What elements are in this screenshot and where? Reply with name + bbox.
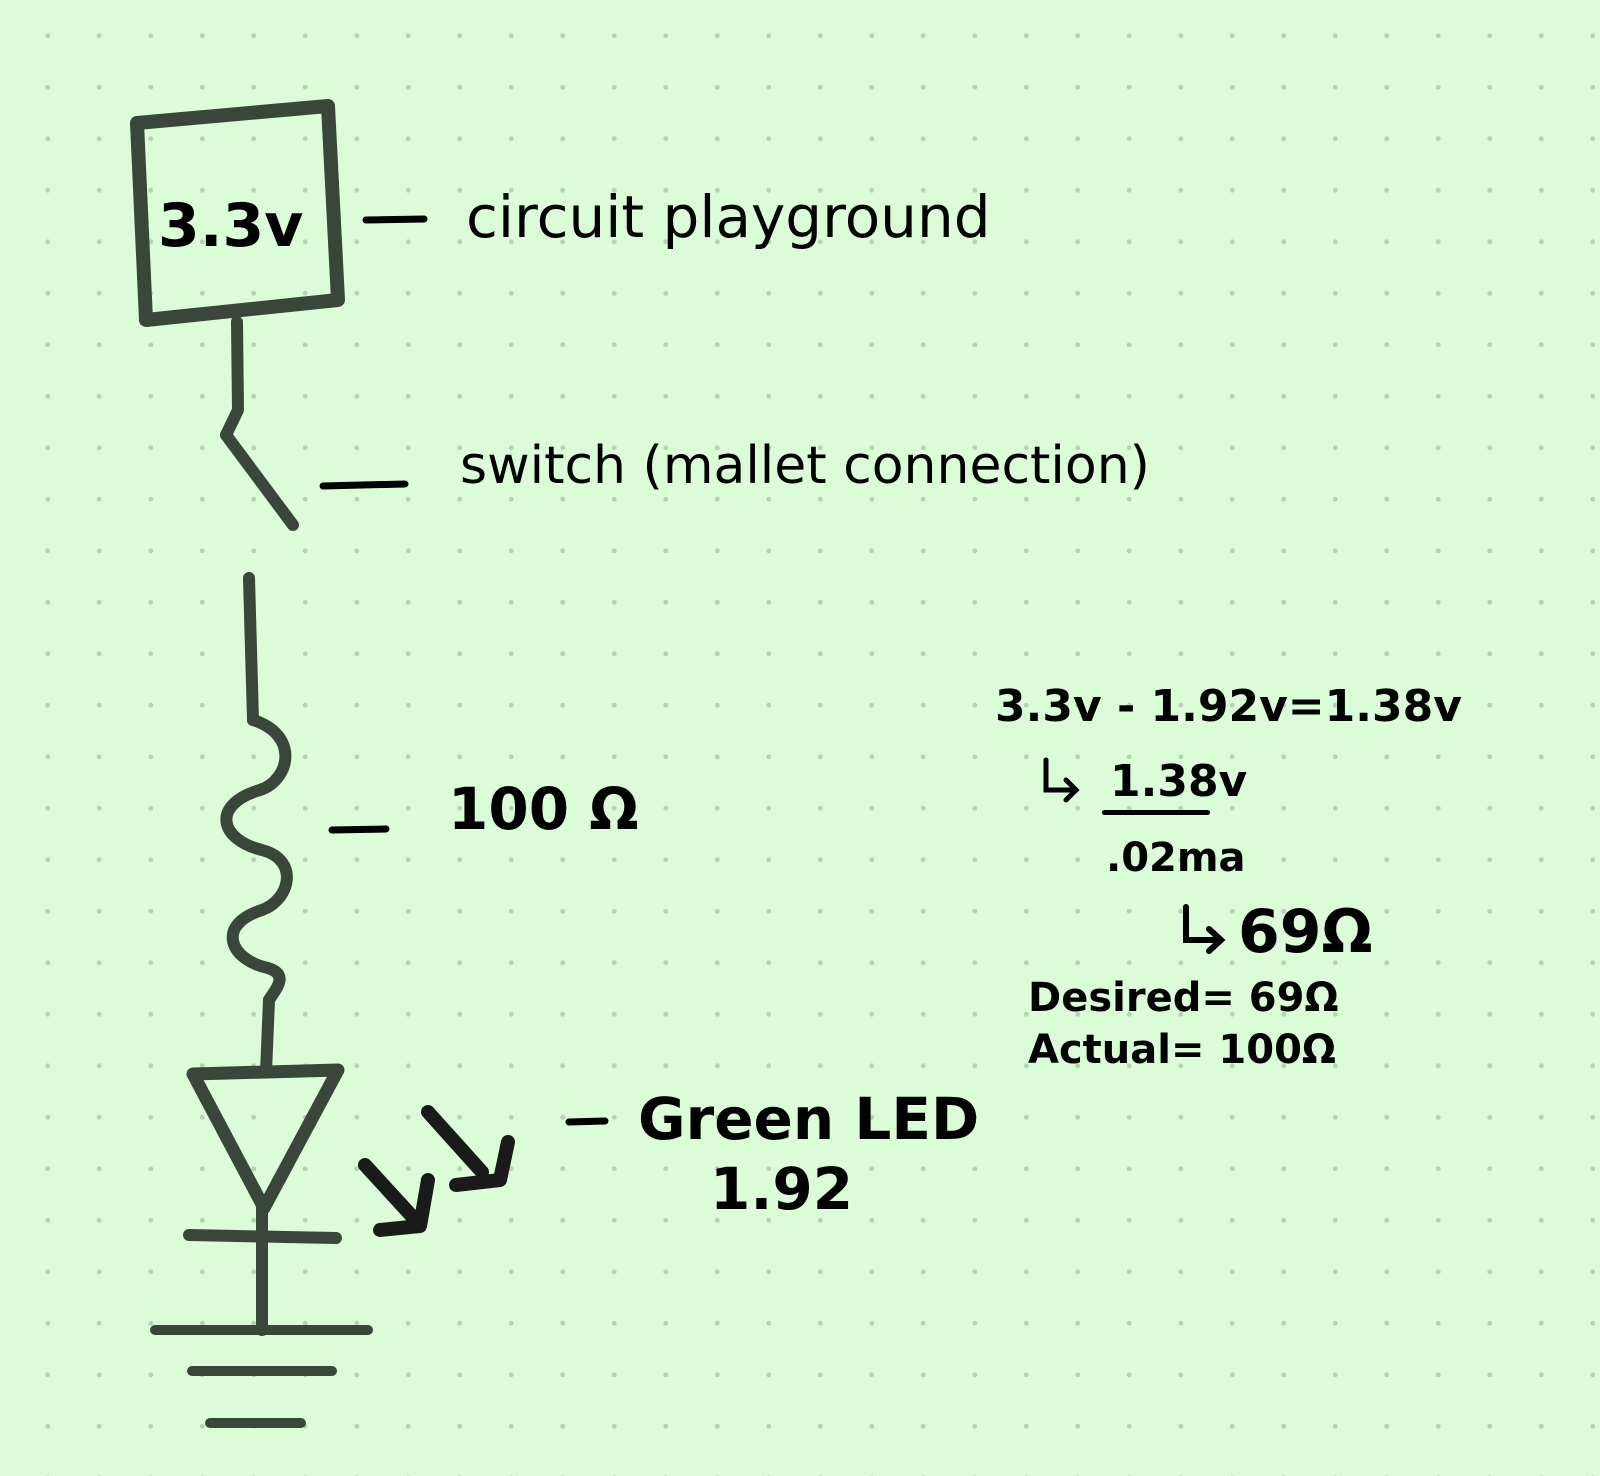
resistor-zigzag: [220, 714, 293, 1006]
calc-fraction-bar: [1102, 810, 1210, 815]
source-voltage-label: 3.3v: [158, 191, 304, 261]
wire-source-to-switch: [220, 316, 299, 531]
led-light-arrow-2-head: [449, 1135, 515, 1192]
led-label-dash: [565, 1117, 609, 1126]
led-light-arrow-1: [358, 1158, 427, 1232]
source-description-label: circuit playground: [466, 183, 991, 251]
calc-result: 69Ω: [1238, 897, 1373, 967]
resistor-label: 100 Ω: [448, 775, 639, 843]
led-label: Green LED: [638, 1085, 980, 1153]
calc-actual: Actual= 100Ω: [1028, 1027, 1336, 1073]
led-voltage-label: 1.92: [710, 1155, 854, 1223]
calc-numerator: 1.38v: [1110, 756, 1248, 807]
calc-voltage-drop: 3.3v - 1.92v=1.38v: [995, 681, 1462, 732]
power-source-box: [130, 99, 345, 327]
source-label-dash: [362, 215, 428, 224]
calc-hook-arrow-2: [1183, 904, 1226, 954]
led-light-arrow-1-head: [373, 1173, 435, 1237]
switch-label-dash: [319, 480, 409, 490]
switch-label: switch (mallet connection): [460, 436, 1150, 496]
led-triangle: [186, 1063, 345, 1215]
wire-switch-to-resistor: [243, 572, 259, 726]
led-light-arrow-2: [421, 1105, 489, 1179]
calc-hook-arrow-1: [1043, 757, 1080, 803]
wire-resistor-to-led: [260, 994, 275, 1078]
calc-desired: Desired= 69Ω: [1028, 975, 1339, 1021]
calc-denominator: .02ma: [1106, 835, 1246, 881]
resistor-label-dash: [328, 825, 390, 834]
